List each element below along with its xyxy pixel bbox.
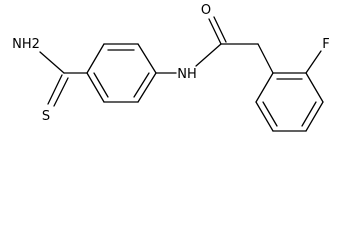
structure-diagram: NH2 S NH O F [12,3,330,132]
ring2-double-bond [301,101,317,127]
ring1-bond [86,43,105,74]
ring1-bond [137,72,157,103]
atom-label-o: O [201,3,211,18]
ring1-bond [86,72,105,103]
bonds [39,16,324,132]
atom-label-s: S [42,109,50,124]
ring2-bond [305,72,324,103]
atom-label-f: F [322,37,329,52]
bond-c-f [305,50,322,74]
bond-c-o-1 [208,18,222,45]
bond-nh-carbonyl [195,43,222,67]
bond-ch2-ring [257,43,274,74]
ring1-double-bond [133,72,150,98]
ring2-double-bond [262,101,278,127]
bond-nh2-c [39,51,65,74]
bond-c-s-2 [53,77,69,107]
ring2-bond [305,101,324,132]
bond-c-o-2 [213,16,227,43]
ring2-bond [255,72,274,103]
ring1-bond [137,43,157,74]
atom-labels: NH2 S NH O F [12,3,330,124]
bond-c-s-1 [47,74,63,105]
atom-label-nh: NH [177,67,197,82]
ring1-double-bond [93,72,109,98]
atom-label-nh2: NH2 [12,37,40,52]
ring2-bond [255,101,274,132]
